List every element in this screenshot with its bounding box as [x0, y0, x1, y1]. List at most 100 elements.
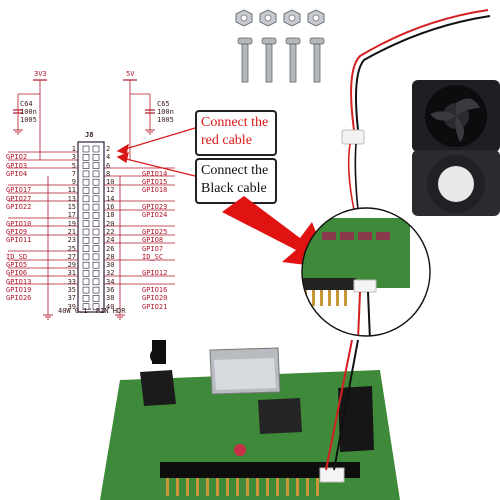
header-pin — [82, 178, 90, 186]
header-pin — [82, 203, 90, 211]
signal-label: GPIO23 — [142, 203, 168, 212]
pin-number: 28 — [106, 252, 115, 261]
pin-number: 12 — [106, 186, 115, 195]
signal-label: GPIO21 — [142, 302, 168, 311]
signal-label: GPIO2 — [6, 153, 28, 162]
header-pin — [92, 178, 100, 186]
header-pin — [92, 145, 100, 153]
pin-number: 27 — [67, 252, 76, 261]
header-pin — [82, 187, 90, 194]
header-pin — [92, 245, 100, 252]
signal-label: GPIO22 — [6, 203, 32, 212]
header-pin — [82, 195, 90, 203]
header-pin — [92, 154, 100, 161]
pin-number: 4 — [106, 153, 111, 162]
rail-3v3-label: 3V3 — [34, 70, 47, 78]
pin-number: 10 — [106, 178, 115, 187]
pin-number: 15 — [67, 203, 76, 212]
header-pin — [92, 270, 100, 277]
pin-number: 30 — [106, 261, 115, 270]
header-pin — [82, 228, 90, 236]
schematic-lines — [8, 79, 175, 320]
header-pin — [92, 261, 100, 269]
pin-number: 23 — [67, 236, 76, 245]
signal-label: GPIO10 — [6, 219, 32, 228]
header-pin — [82, 170, 90, 178]
pin-number: 32 — [106, 269, 115, 278]
header-pin — [92, 162, 100, 169]
pin-number: 11 — [67, 186, 76, 195]
pin-number: 29 — [67, 261, 76, 270]
pin-number: 31 — [67, 269, 76, 278]
header-pin — [82, 145, 90, 153]
signal-label: GPIO18 — [142, 186, 168, 195]
pin-number: 16 — [106, 203, 115, 212]
signal-label: ID_SD — [6, 252, 28, 261]
pin-number: 34 — [106, 277, 115, 286]
signal-label: GPIO19 — [6, 286, 32, 295]
header-caption: 40W 0.1" PIN HDR — [58, 307, 126, 315]
signal-label: GPIO26 — [6, 294, 32, 303]
header-pin — [82, 286, 90, 294]
pin-number: 7 — [71, 169, 76, 178]
header-pin — [92, 228, 100, 236]
pin-number: 36 — [106, 286, 115, 295]
callout-arrows — [116, 127, 196, 177]
raspberry-pi-board — [100, 339, 400, 500]
pin-number: 33 — [67, 277, 76, 286]
header-pin — [82, 295, 90, 302]
pin-number: 6 — [106, 161, 111, 170]
header-pin — [92, 220, 100, 227]
signal-label: GPIO20 — [142, 294, 168, 303]
pin-number: 37 — [67, 294, 76, 303]
pin-number: 26 — [106, 244, 115, 253]
pin-number: 25 — [67, 244, 76, 253]
header-pin — [82, 220, 90, 227]
header-pin — [92, 187, 100, 194]
header-pin — [82, 270, 90, 277]
rail-5v-label: 5V — [126, 70, 135, 78]
pin-number: 14 — [106, 194, 115, 203]
signal-label: GPIO12 — [142, 269, 168, 278]
header-pin — [82, 162, 90, 169]
header-ref: J8 — [85, 131, 94, 139]
screw-set — [237, 37, 325, 83]
signal-label: GPIO27 — [6, 194, 32, 203]
header-pin — [82, 253, 90, 261]
header-pin — [92, 237, 100, 244]
pin-number: 9 — [71, 178, 76, 187]
pin-number: 1 — [71, 145, 76, 153]
header-pin — [82, 278, 90, 286]
pin-number: 24 — [106, 236, 115, 245]
nut-set — [235, 9, 325, 27]
header-pin — [92, 170, 100, 178]
signal-label: GPIO25 — [142, 227, 168, 236]
pin-number: 8 — [106, 169, 111, 178]
pin-number: 22 — [106, 227, 115, 236]
signal-label: GPIO9 — [6, 227, 28, 236]
pin-number: 5 — [71, 161, 76, 170]
header-pin — [92, 303, 100, 310]
big-red-arrow — [222, 196, 330, 268]
signal-label: GPIO7 — [142, 244, 164, 253]
pin-number: 40 — [106, 302, 115, 311]
header-pin — [82, 237, 90, 244]
signal-label: GPIO3 — [6, 161, 28, 170]
pin-number: 13 — [67, 194, 76, 203]
header-pin — [92, 286, 100, 294]
header-pin — [82, 245, 90, 252]
pin-number: 21 — [67, 227, 76, 236]
pin-number: 35 — [67, 286, 76, 295]
signal-label: GPIO17 — [6, 186, 32, 195]
pin-number: 20 — [106, 219, 115, 228]
header-pin — [92, 253, 100, 261]
signal-label: GPIO5 — [6, 261, 28, 270]
